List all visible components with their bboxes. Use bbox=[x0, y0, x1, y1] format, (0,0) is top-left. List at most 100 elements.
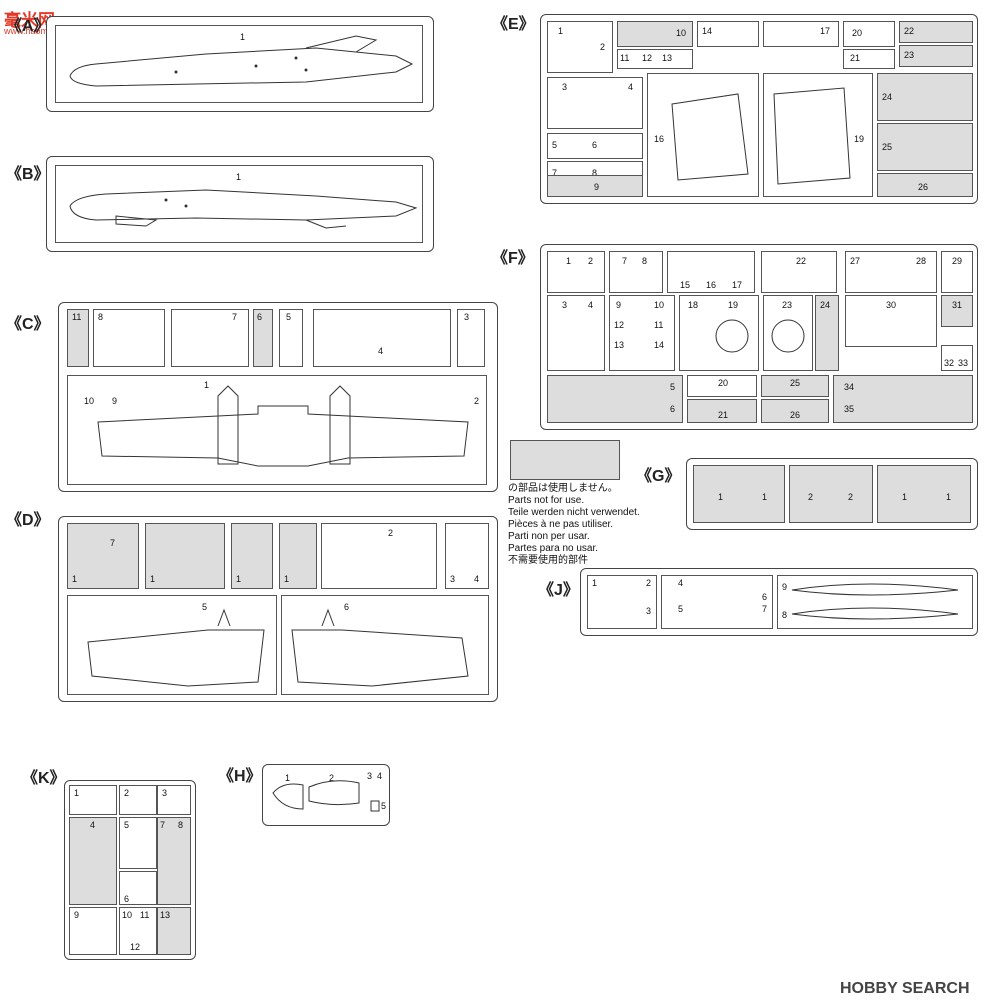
part-number: 8 bbox=[98, 312, 104, 322]
part-number: 27 bbox=[850, 256, 861, 266]
sprue-f-cell: 7 8 bbox=[609, 251, 663, 293]
part-number: 10 bbox=[122, 910, 133, 920]
sprue-f-cell: 3 4 bbox=[547, 295, 605, 371]
part-number: 13 bbox=[160, 910, 171, 920]
part-number: 7 bbox=[160, 820, 166, 830]
part-number: 11 bbox=[140, 910, 150, 920]
sprue-f-cell: 26 bbox=[761, 399, 829, 423]
legend-line: の部品は使用しません。 bbox=[508, 483, 618, 494]
sprue-d-cell: 1 bbox=[145, 523, 225, 589]
drop-tank-drawing bbox=[791, 583, 959, 620]
part-number: 1 bbox=[236, 172, 242, 182]
sprue-d-cell: 1 bbox=[231, 523, 273, 589]
part-number: 3 bbox=[646, 606, 652, 616]
part-number: 24 bbox=[820, 300, 831, 310]
sprue-f-cell: 15 16 17 bbox=[667, 251, 755, 293]
part-number: 3 bbox=[367, 771, 373, 781]
part-number: 12 bbox=[642, 53, 653, 63]
part-number: 1 bbox=[946, 492, 952, 502]
part-number: 11 bbox=[654, 320, 664, 330]
part-number: 2 bbox=[600, 42, 606, 52]
part-number: 22 bbox=[904, 26, 915, 36]
sprue-f-cell: 20 bbox=[687, 375, 757, 397]
sprue-j-cell: 9 8 bbox=[777, 575, 973, 629]
part-number: 7 bbox=[622, 256, 628, 266]
sprue-d-cell: 6 bbox=[281, 595, 489, 695]
part-number: 1 bbox=[74, 788, 80, 798]
sprue-f-cell: 9 10 12 11 13 14 bbox=[609, 295, 675, 371]
sprue-d-label: 《D》 bbox=[6, 512, 50, 529]
part-number: 9 bbox=[782, 582, 788, 592]
part-number: 1 bbox=[558, 26, 564, 36]
sprue-a-label: 《A》 bbox=[6, 18, 50, 35]
part-number: 5 bbox=[124, 820, 130, 830]
sprue-e-cell: 14 bbox=[697, 21, 759, 47]
part-number: 18 bbox=[688, 300, 699, 310]
part-number: 6 bbox=[762, 592, 768, 602]
part-number: 26 bbox=[918, 182, 929, 192]
sprue-a-fuselage-cell: 1 bbox=[55, 25, 423, 103]
sprue-c-cell: 11 bbox=[67, 309, 89, 367]
part-number: 4 bbox=[90, 820, 96, 830]
part-number: 4 bbox=[588, 300, 594, 310]
sprue-b-fuselage-cell: 1 bbox=[55, 165, 423, 243]
part-number: 5 bbox=[202, 602, 208, 612]
upper-wing-left-drawing bbox=[87, 608, 265, 687]
sprue-g-label: 《G》 bbox=[636, 468, 681, 485]
sprue-j-label: 《J》 bbox=[538, 582, 579, 599]
part-number: 35 bbox=[844, 404, 855, 414]
legend-line: Parts not for use. bbox=[508, 495, 585, 506]
part-number: 21 bbox=[718, 410, 729, 420]
part-number: 22 bbox=[796, 256, 807, 266]
sprue-d-cell: 3 4 bbox=[445, 523, 489, 589]
sprue-c-cell: 8 bbox=[93, 309, 165, 367]
sprue-j-cell: 1 2 3 bbox=[587, 575, 657, 629]
part-number: 1 bbox=[236, 574, 242, 584]
sprue-f-cell: 22 bbox=[761, 251, 837, 293]
sprue-e-cell: 5 6 bbox=[547, 133, 643, 159]
sprue-d-cell: 5 bbox=[67, 595, 277, 695]
part-number: 2 bbox=[646, 578, 652, 588]
part-number: 1 bbox=[592, 578, 598, 588]
part-number: 8 bbox=[782, 610, 788, 620]
part-number: 7 bbox=[552, 168, 558, 178]
part-number: 11 bbox=[620, 53, 630, 63]
part-number: 33 bbox=[958, 358, 969, 368]
sprue-e: 1 2 10 14 17 20 22 23 21 11 12 13 3 4 5 … bbox=[540, 14, 978, 204]
lower-wing-drawing bbox=[97, 385, 469, 467]
part-number: 34 bbox=[844, 382, 855, 392]
sprue-e-cell: 16 bbox=[647, 73, 759, 197]
part-number: 2 bbox=[329, 773, 335, 783]
sprue-f-cell: 34 35 bbox=[833, 375, 973, 423]
part-number: 5 bbox=[286, 312, 292, 322]
part-number: 10 bbox=[654, 300, 665, 310]
part-number: 4 bbox=[377, 771, 383, 781]
sprue-e-cell: 20 bbox=[843, 21, 895, 47]
part-number: 14 bbox=[702, 26, 713, 36]
sprue-k-label: 《K》 bbox=[22, 770, 66, 787]
part-number: 4 bbox=[678, 578, 684, 588]
part-number: 1 bbox=[285, 773, 291, 783]
not-used-swatch bbox=[510, 440, 620, 480]
part-number: 9 bbox=[616, 300, 622, 310]
sprue-e-label: 《E》 bbox=[492, 16, 535, 33]
part-number: 1 bbox=[902, 492, 908, 502]
sprue-j: 1 2 3 4 5 6 7 9 8 bbox=[580, 568, 978, 636]
sprue-k-cell: 1 bbox=[69, 785, 117, 815]
part-number: 2 bbox=[808, 492, 814, 502]
watermark-url: www.haomi.com bbox=[4, 26, 70, 36]
part-number: 16 bbox=[654, 134, 665, 144]
part-number: 12 bbox=[614, 320, 625, 330]
sprue-e-cell: 10 bbox=[617, 21, 693, 47]
sprue-e-cell: 3 4 bbox=[547, 77, 643, 129]
not-used-legend: の部品は使用しません。 Parts not for use. Teile wer… bbox=[508, 483, 640, 567]
part-number: 19 bbox=[728, 300, 739, 310]
legend-line: Pièces à ne pas utiliser. bbox=[508, 519, 614, 530]
part-number: 6 bbox=[670, 404, 676, 414]
part-number: 8 bbox=[592, 168, 598, 178]
part-number: 3 bbox=[562, 300, 568, 310]
sprue-g-cell: 2 2 bbox=[789, 465, 873, 523]
sprue-e-cell: 1 2 bbox=[547, 21, 613, 73]
part-number: 4 bbox=[474, 574, 480, 584]
sprue-g-cell: 1 1 bbox=[877, 465, 971, 523]
